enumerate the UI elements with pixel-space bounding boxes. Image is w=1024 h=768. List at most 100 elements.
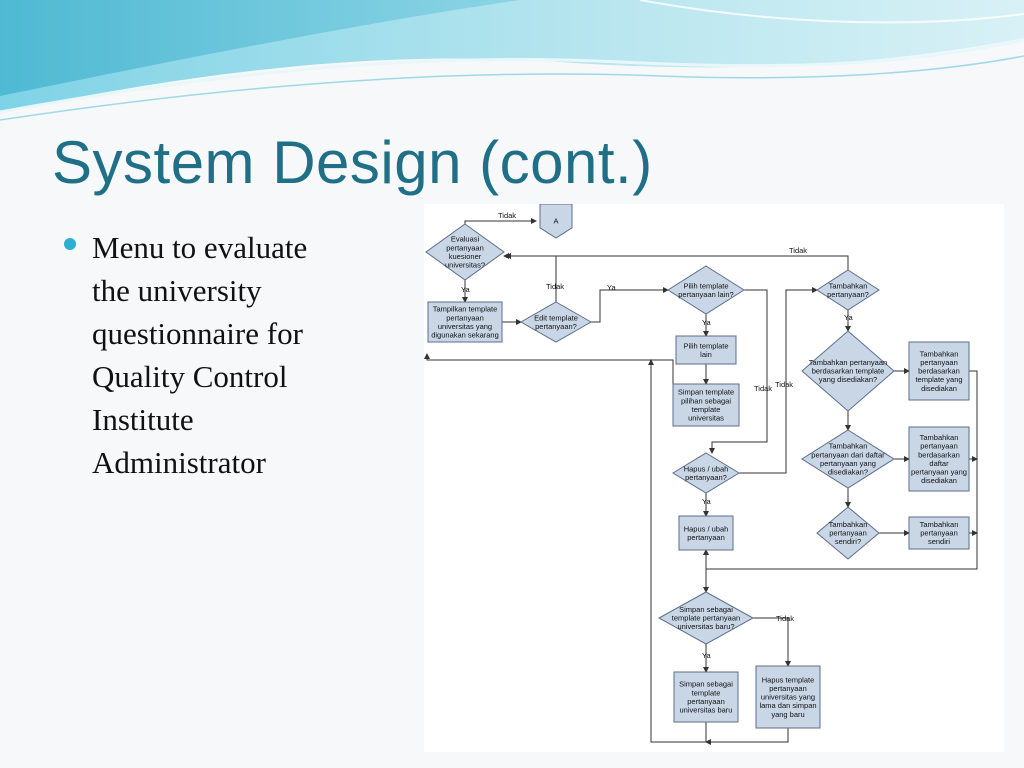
node-label: yang disediakan? xyxy=(819,375,877,384)
node-shape xyxy=(801,429,895,489)
node-label: lain xyxy=(700,350,712,359)
node-label: disediakan xyxy=(921,476,957,485)
node-label: berdasarkan xyxy=(918,367,960,376)
bullet-line: questionnaire for xyxy=(92,316,303,351)
flow-edge xyxy=(703,370,978,570)
node-label: kuesioner xyxy=(449,252,482,261)
node-shape xyxy=(908,516,970,550)
node-label: Hapus / ubah xyxy=(684,464,729,473)
node-label: lama dan simpan xyxy=(759,701,816,710)
node-label: disediakan xyxy=(921,384,957,393)
node-shape xyxy=(755,665,821,729)
node-label: Simpan sebagai xyxy=(679,605,733,614)
node-label: Tambahkan xyxy=(920,520,959,529)
edge-label: Tidak xyxy=(754,384,772,393)
node-label: pertanyaan xyxy=(920,358,958,367)
node-label: Pilih template xyxy=(683,281,728,290)
node-label: universitas xyxy=(688,414,724,423)
node-label: pertanyaan xyxy=(769,684,807,693)
node-label: A xyxy=(553,217,558,226)
node-label: pertanyaan? xyxy=(827,290,869,299)
bullet-dot xyxy=(64,238,76,250)
node-label: pertanyaan xyxy=(446,243,484,252)
node-label: template xyxy=(692,688,721,697)
node-process-simpan-baru: Simpan sebagaitemplatepertanyaanuniversi… xyxy=(673,671,739,723)
edge-label: Tidak xyxy=(776,614,794,623)
node-label: Edit template xyxy=(534,313,578,322)
node-label: universitas yang xyxy=(438,322,492,331)
bullet-text: Menu to evaluate the university question… xyxy=(92,226,382,484)
node-label: pertanyaan xyxy=(687,697,725,706)
node-label: sendiri xyxy=(928,537,950,546)
node-shape xyxy=(667,265,745,315)
flow-edge xyxy=(424,353,674,405)
node-label: pertanyaan xyxy=(446,313,484,322)
header-wave-decoration xyxy=(0,0,1024,121)
node-offpage-a: A xyxy=(539,204,573,239)
flowchart-edges xyxy=(424,218,978,745)
flow-edge xyxy=(705,728,789,745)
node-shape xyxy=(678,515,734,551)
node-label: pertanyaan yang xyxy=(820,459,876,468)
flow-edge xyxy=(503,253,557,302)
node-label: pertanyaan lain? xyxy=(678,290,733,299)
node-shape xyxy=(519,301,593,343)
node-label: daftar xyxy=(929,459,949,468)
node-label: Tambahkan xyxy=(920,433,959,442)
bullet-line: Menu to evaluate xyxy=(92,230,308,265)
node-shape xyxy=(425,223,505,281)
edge-label: Ya xyxy=(702,651,711,660)
bullet-line: the university xyxy=(92,273,262,308)
node-shape xyxy=(427,301,503,343)
node-label: digunakan sekarang xyxy=(431,331,499,340)
node-label: Tampilkan template xyxy=(433,305,498,314)
node-label: Pilih template xyxy=(683,341,728,350)
node-label: disediakan? xyxy=(828,468,868,477)
flowchart-canvas: A Evaluasipertanyaankuesioneruniversitas?… xyxy=(424,204,978,745)
flow-edge xyxy=(591,287,669,323)
node-label: yang baru xyxy=(771,710,804,719)
node-process-tambah-daftar: Tambahkanpertanyaanberdasarkandaftarpert… xyxy=(908,426,970,492)
node-label: Tambahkan xyxy=(829,442,868,451)
node-label: pilihan sebagai xyxy=(681,396,731,405)
edge-label: Ya xyxy=(844,313,853,322)
node-label: Tambahkan pertanyaan xyxy=(809,358,887,367)
flow-edge xyxy=(648,359,707,743)
slide-title: System Design (cont.) xyxy=(52,129,653,196)
edge-label: Ya xyxy=(702,497,711,506)
node-label: pertanyaan xyxy=(687,533,725,542)
node-label: template pertanyaan xyxy=(672,614,740,623)
node-process-tampilkan: Tampilkan templatepertanyaanuniversitas … xyxy=(427,301,503,343)
node-shape xyxy=(657,591,755,645)
node-label: universitas baru? xyxy=(677,622,734,631)
node-label: Simpan sebagai xyxy=(679,680,733,689)
edge-label: Tidak xyxy=(498,211,516,220)
node-shape xyxy=(672,383,740,427)
node-shape xyxy=(816,506,880,560)
node-label: Simpan template xyxy=(678,388,734,397)
edge-label: Tidak xyxy=(775,380,793,389)
node-label: template xyxy=(692,405,721,414)
node-label: Tambahkan xyxy=(920,349,959,358)
node-label: pertanyaan xyxy=(829,529,867,538)
flow-edge xyxy=(753,617,791,667)
flow-edge xyxy=(739,287,818,474)
node-label: pertanyaan xyxy=(920,529,958,538)
node-shape xyxy=(816,269,880,311)
node-label: pertanyaan yang xyxy=(911,468,967,477)
